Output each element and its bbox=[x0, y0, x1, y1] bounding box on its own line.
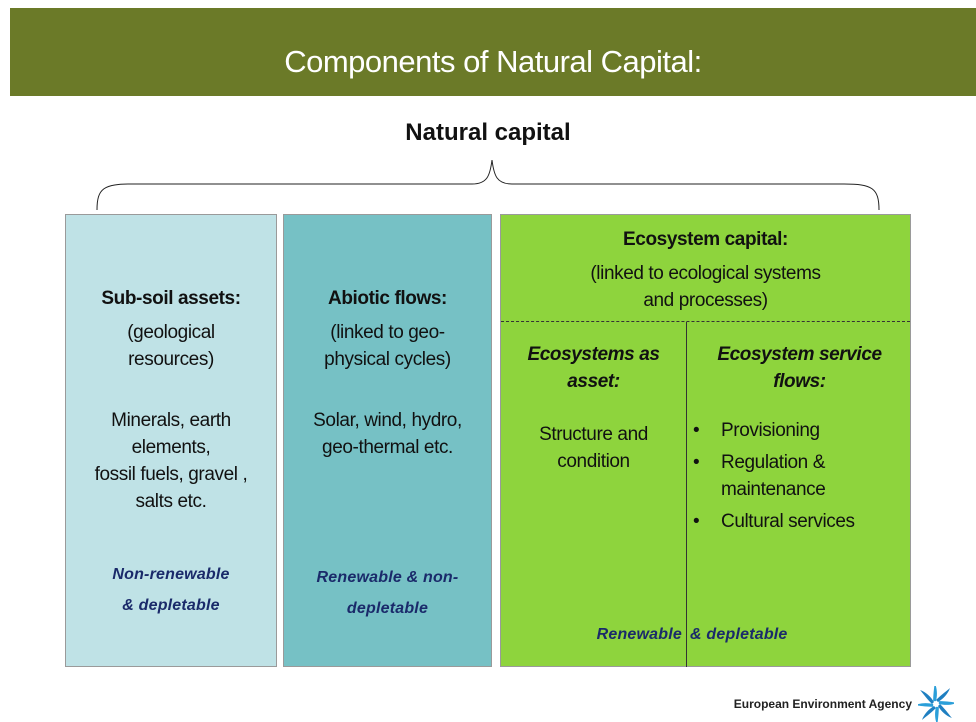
abiotic-desc-line-2: physical cycles) bbox=[324, 349, 451, 370]
flow-item-cultural: Cultural services bbox=[687, 508, 882, 535]
ecosystem-tag-left: Renewable bbox=[596, 626, 682, 643]
abiotic-items-line-1: Solar, wind, hydro, bbox=[313, 410, 462, 431]
subsoil-items-line-1: Minerals, earth bbox=[111, 410, 231, 431]
subsoil-items-line-2: elements, bbox=[131, 437, 211, 458]
grouping-brace bbox=[96, 159, 880, 211]
service-flows-list: Provisioning Regulation & maintenance Cu… bbox=[687, 417, 882, 535]
ecosystem-heading: Ecosystem capital: bbox=[623, 229, 788, 250]
subsoil-desc-line-2: resources) bbox=[128, 349, 214, 370]
ecosystem-desc-line-1: (linked to ecological systems bbox=[590, 263, 821, 284]
natural-capital-heading: Natural capital bbox=[405, 119, 571, 146]
ecosystem-desc-line-2: and processes) bbox=[643, 290, 768, 311]
ecosystem-tag-right: & depletable bbox=[690, 626, 788, 643]
subsoil-desc-line-1: (geological bbox=[127, 322, 215, 343]
abiotic-items-line-2: geo-thermal etc. bbox=[322, 437, 453, 458]
asset-heading-line-1: Ecosystems as bbox=[527, 344, 660, 365]
flow-item-provisioning: Provisioning bbox=[687, 417, 882, 444]
subsoil-heading: Sub-soil assets: bbox=[101, 288, 241, 309]
asset-text-line-2: condition bbox=[557, 451, 630, 472]
subsoil-items-line-4: salts etc. bbox=[135, 491, 207, 512]
abiotic-desc-line-1: (linked to geo- bbox=[330, 322, 445, 343]
subsoil-assets-box: Sub-soil assets: (geological resources) … bbox=[65, 214, 277, 667]
asset-heading-line-2: asset: bbox=[567, 371, 620, 392]
agency-name: European Environment Agency bbox=[733, 697, 912, 711]
asset-text-line-1: Structure and bbox=[539, 424, 648, 445]
ecosystem-capital-box: Ecosystem capital: (linked to ecological… bbox=[500, 214, 911, 667]
subsoil-tag-line-2: & depletable bbox=[122, 597, 220, 614]
flows-heading-line-2: flows: bbox=[773, 371, 826, 392]
subsoil-items-line-3: fossil fuels, gravel , bbox=[94, 464, 248, 485]
abiotic-heading: Abiotic flows: bbox=[328, 288, 447, 309]
abiotic-flows-box: Abiotic flows: (linked to geo- physical … bbox=[283, 214, 492, 667]
eea-logo: European Environment Agency bbox=[734, 686, 954, 722]
title-banner: Components of Natural Capital: bbox=[10, 8, 976, 96]
flows-heading-line-1: Ecosystem service bbox=[717, 344, 882, 365]
eea-emblem-icon bbox=[918, 686, 954, 722]
slide-title: Components of Natural Capital: bbox=[284, 44, 702, 79]
subsoil-tag-line-1: Non-renewable bbox=[112, 566, 230, 583]
abiotic-tag-line-1: Renewable & non- bbox=[316, 569, 459, 586]
ecosystem-dashed-divider bbox=[501, 321, 910, 322]
flow-item-regulation: Regulation & maintenance bbox=[687, 449, 882, 503]
abiotic-tag-line-2: depletable bbox=[346, 600, 429, 617]
